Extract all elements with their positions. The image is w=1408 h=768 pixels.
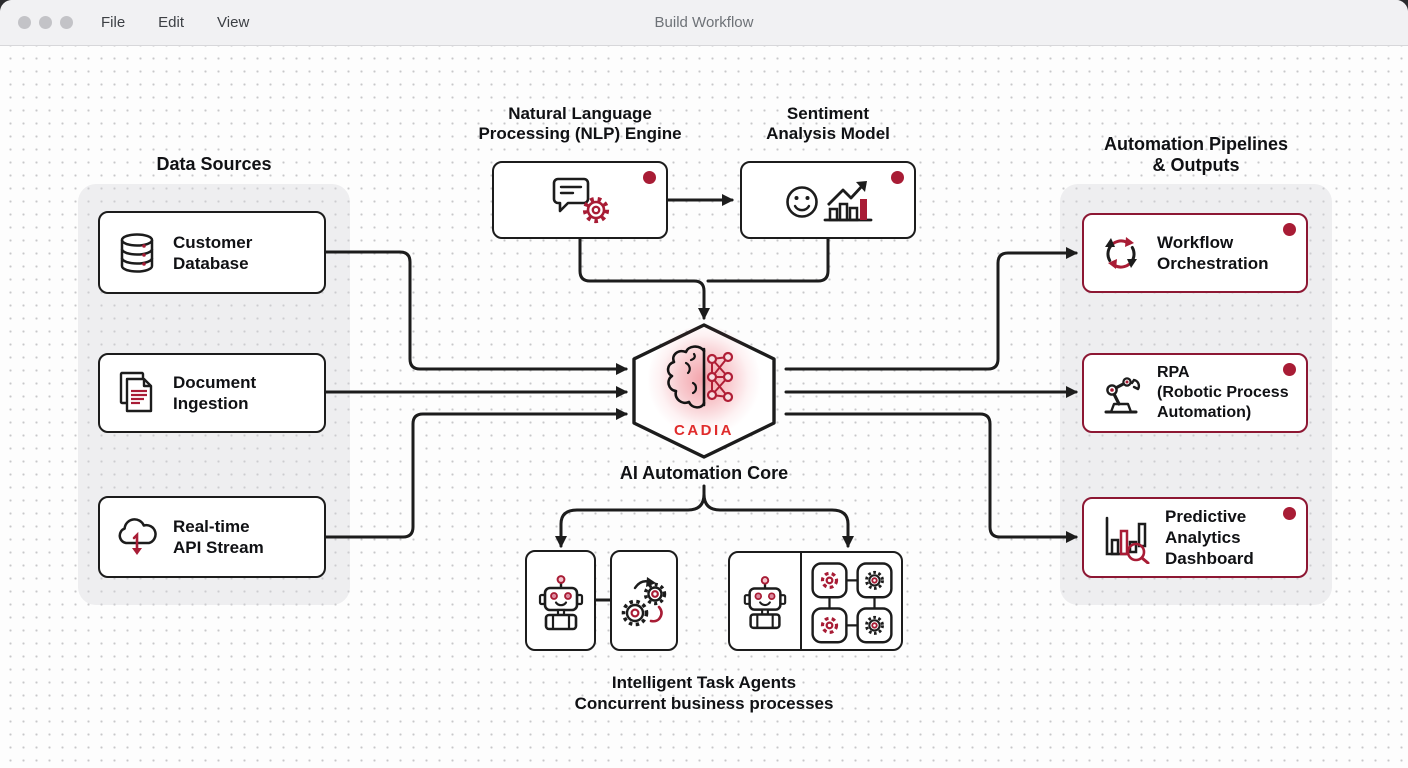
nlp-title: Natural Language Processing (NLP) Engine [478,104,682,143]
robot-arm-icon [1104,377,1141,414]
node-predictive-dashboard[interactable]: Predictive Analytics Dashboard [1082,497,1308,578]
database-icon [120,232,154,273]
outputs-title: Automation Pipelines & Outputs [1103,134,1289,175]
gears-icon [621,576,667,626]
close-window-button[interactable] [18,16,31,29]
status-dot [1283,507,1296,520]
documents-icon [119,371,153,413]
node-label: Predictive Analytics Dashboard [1165,507,1254,568]
ai-brain-icon [666,345,734,409]
title-bar: File Edit View Build Workflow [0,0,1408,46]
edge-core-workflow [784,247,1078,371]
minimize-window-button[interactable] [39,16,52,29]
edge-core-agent-left [555,492,706,548]
node-ai-core[interactable]: CADIA [632,323,776,459]
node-label: Document Ingestion [173,373,257,413]
node-customer-database[interactable]: Customer Database [98,211,326,294]
cadia-badge: CADIA [674,422,734,439]
chat-gear-icon [552,177,610,224]
analytics-search-icon [1105,516,1150,564]
agents-caption: Intelligent Task Agents Concurrent busin… [574,673,834,713]
agent-box-divider [800,553,802,649]
status-dot [1283,223,1296,236]
menu-bar: File Edit View [101,14,249,31]
traffic-lights [18,16,73,29]
node-agent-process-left[interactable] [610,550,678,651]
node-document-ingestion[interactable]: Document Ingestion [98,353,326,433]
robot-icon [743,576,787,630]
status-dot [1283,363,1296,376]
orchestration-cycle-icon [1105,237,1137,269]
node-rpa[interactable]: RPA (Robotic Process Automation) [1082,353,1308,433]
node-label: Real-time API Stream [173,517,264,557]
workflow-canvas[interactable]: Data Sources Automation Pipelines & Outp… [0,46,1408,768]
edge-nlp-core [578,237,710,320]
edge-sentiment-core [706,237,830,283]
menu-item-view[interactable]: View [217,14,250,31]
data-sources-title: Data Sources [156,154,272,174]
menu-item-file[interactable]: File [101,14,126,31]
ai-core-caption: AI Automation Core [619,463,789,483]
robot-icon [538,574,583,630]
node-label: RPA (Robotic Process Automation) [1157,364,1289,421]
node-agent-duo-right[interactable] [728,551,903,651]
status-dot [643,171,656,184]
cloud-stream-icon [118,518,157,555]
process-grid-icon [810,562,893,644]
edge-core-predictive [784,412,1078,543]
node-workflow-orchestration[interactable]: Workflow Orchestration [1082,213,1308,293]
sentiment-title: Sentiment Analysis Model [766,104,890,143]
smiley-chart-icon [786,181,873,222]
node-label: Workflow Orchestration [1157,233,1269,273]
status-dot [891,171,904,184]
node-label: Customer Database [173,232,253,273]
node-realtime-api-stream[interactable]: Real-time API Stream [98,496,326,578]
zoom-window-button[interactable] [60,16,73,29]
edge-core-agent-right [702,492,854,548]
edge-customerdb-core [324,250,628,375]
edge-realtime-core [324,408,628,539]
agent-robot-section [730,553,800,649]
menu-item-edit[interactable]: Edit [158,14,185,31]
node-sentiment-analysis[interactable] [740,161,916,239]
node-agent-robot-left[interactable] [525,550,596,651]
node-nlp-engine[interactable] [492,161,668,239]
agent-grid-section [802,553,901,649]
